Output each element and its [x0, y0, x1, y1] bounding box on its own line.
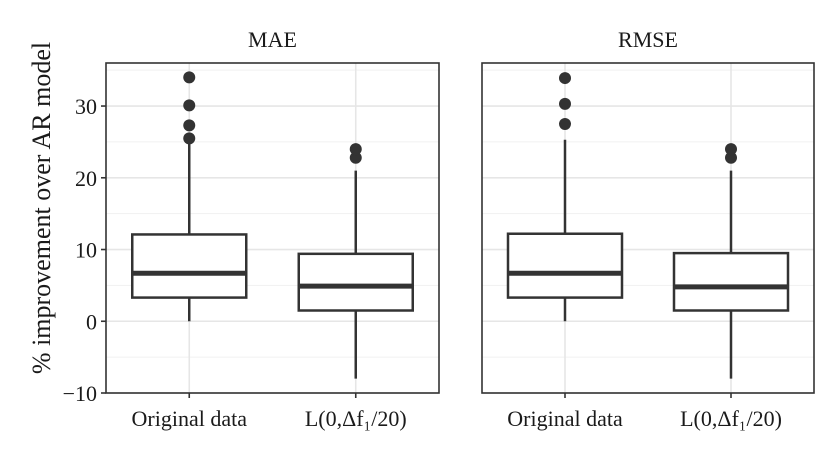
outlier-point	[559, 72, 571, 85]
x-tick-label: L(0,Δf₁/20)	[680, 406, 782, 431]
outlier-point	[183, 132, 196, 145]
x-tick-label: L(0,Δf₁/20)	[305, 406, 407, 431]
facet-strip	[482, 20, 814, 63]
facet-title: RMSE	[618, 27, 678, 52]
box-l-filtered	[672, 143, 790, 379]
outlier-point	[559, 117, 571, 130]
outlier-point	[183, 71, 196, 84]
y-axis-title: % improvement over AR model	[27, 42, 56, 374]
outlier-point	[725, 151, 737, 164]
y-tick-label: 10	[75, 238, 97, 263]
outlier-point	[349, 143, 362, 156]
iqr-box	[131, 233, 248, 299]
y-tick-label: 30	[75, 94, 97, 119]
x-tick-label: Original data	[507, 406, 623, 431]
outlier-point	[725, 143, 737, 156]
outlier-point	[183, 119, 196, 132]
outlier-point	[183, 99, 196, 112]
panel-border	[481, 62, 815, 394]
y-tick-label: 0	[86, 309, 97, 334]
y-tick-label: 20	[75, 166, 97, 191]
facet-strip	[106, 20, 439, 63]
box-original-data	[506, 72, 624, 322]
facet-panel-rmse: RMSE Original data L(0,Δf₁/20)	[481, 20, 815, 431]
iqr-box	[672, 251, 790, 312]
iqr-box	[297, 252, 414, 312]
panel-border	[105, 62, 440, 394]
outlier-point	[559, 97, 571, 110]
y-tick-label: −10	[63, 381, 97, 406]
x-tick-label: Original data	[132, 406, 248, 431]
box-original-data	[131, 71, 248, 322]
facet-title: MAE	[248, 27, 297, 52]
box-l-filtered	[297, 143, 414, 379]
facet-panel-mae: MAE Original data L(0,Δf₁/20)	[105, 20, 440, 431]
outlier-point	[349, 151, 362, 164]
iqr-box	[506, 232, 624, 299]
facets-group: MAE Original data L(0,Δf₁/20) RMSE Original …	[63, 20, 815, 431]
